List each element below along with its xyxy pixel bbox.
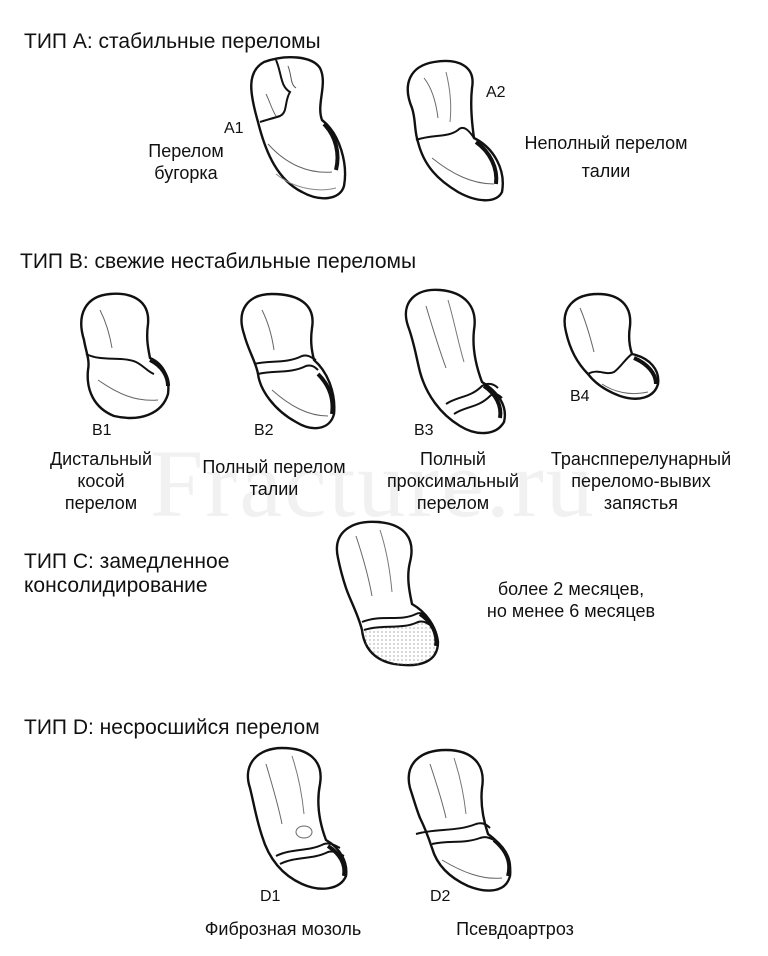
section-b-title: ТИП В: свежие нестабильные переломы <box>20 250 417 273</box>
caption-d2: Псевдоартроз <box>456 919 574 939</box>
watermark-text: Fracture.ru <box>150 430 596 537</box>
section-d-title: ТИП D: несросшийся перелом <box>24 716 320 739</box>
bone-d2-illustration <box>407 748 512 892</box>
code-b2: B2 <box>254 422 274 439</box>
caption-d1: Фиброзная мозоль <box>204 919 362 939</box>
caption-c: более 2 месяцев,но менее 6 месяцев <box>486 579 656 621</box>
code-d1: D1 <box>260 888 281 905</box>
code-a1: A1 <box>224 120 244 137</box>
bone-a1-illustration <box>250 56 347 200</box>
code-b1: B1 <box>92 422 112 439</box>
code-b4: B4 <box>570 388 590 405</box>
bone-b3-illustration <box>404 288 507 435</box>
bone-b2-illustration <box>240 292 336 430</box>
code-a2: A2 <box>486 84 506 101</box>
bone-b1-illustration <box>80 292 170 420</box>
code-d2: D2 <box>430 888 451 905</box>
code-b3: B3 <box>414 422 434 439</box>
section-a-title: ТИП А: стабильные переломы <box>24 30 321 53</box>
bone-b4-illustration <box>563 292 660 400</box>
bone-c-illustration <box>335 520 440 667</box>
bone-a2-illustration <box>406 59 504 202</box>
bone-d1-illustration <box>246 746 348 890</box>
